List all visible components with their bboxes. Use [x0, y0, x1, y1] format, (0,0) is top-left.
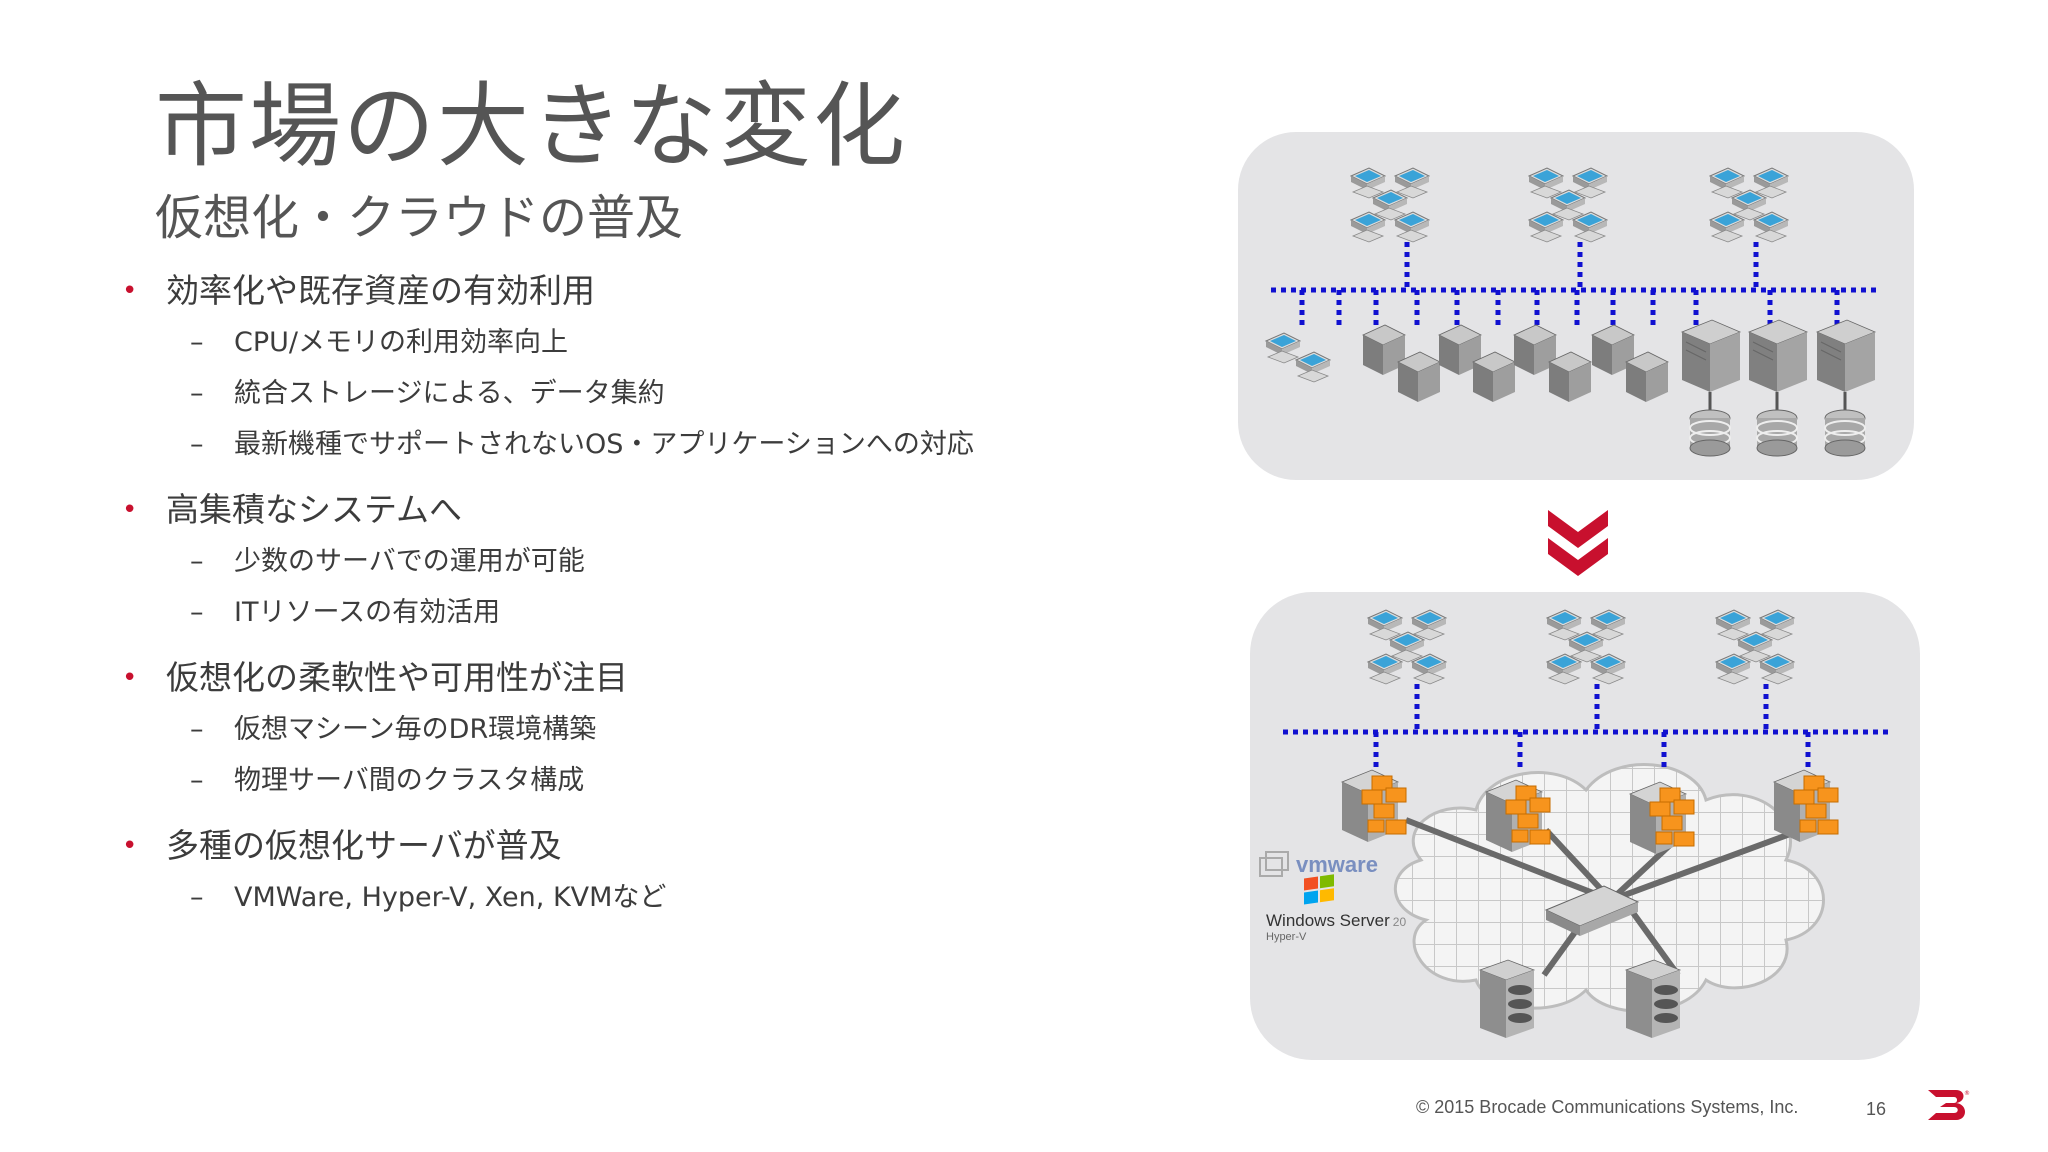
dash: – [190, 546, 204, 577]
dash: – [190, 882, 204, 913]
sub-bullet-text: 仮想マシーン毎のDR環境構築 [234, 714, 597, 745]
down-chevron-icon [1548, 510, 1608, 576]
dash: – [190, 765, 204, 796]
bullet-item: 多種の仮想化サーバが普及 [122, 820, 1172, 872]
svg-text:®: ® [1964, 1090, 1970, 1097]
slide-subtitle: 仮想化・クラウドの普及 [155, 190, 684, 246]
sub-bullet-text: 最新機種でサポートされないOS・アプリケーションへの対応 [234, 429, 974, 460]
hyperv-label: Hyper-V [1266, 931, 1307, 943]
dash: – [190, 714, 204, 745]
sub-bullet-text: 物理サーバ間のクラスタ構成 [234, 765, 585, 796]
vmware-logo: vmware [1259, 851, 1378, 877]
sub-bullet-text: ITリソースの有効活用 [234, 597, 501, 628]
brocade-logo-icon: ® [1928, 1090, 1970, 1120]
sub-bullet-item: –少数のサーバでの運用が可能 [122, 536, 1172, 587]
dash: – [190, 429, 204, 460]
dash: – [190, 327, 204, 358]
dash: – [190, 597, 204, 628]
copyright-footer: © 2015 Brocade Communications Systems, I… [1416, 1097, 1799, 1117]
bullet-item: 仮想化の柔軟性や可用性が注目 [122, 652, 1172, 704]
bullet-item: 高集積なシステムへ [122, 484, 1172, 536]
sub-bullet-item: –仮想マシーン毎のDR環境構築 [122, 704, 1172, 755]
before-network-panel [1238, 132, 1914, 480]
sub-bullet-item: –統合ストレージによる、データ集約 [122, 368, 1172, 419]
sub-bullet-text: CPU/メモリの利用効率向上 [234, 327, 568, 358]
sub-bullet-text: VMWare, Hyper-V, Xen, KVMなど [234, 882, 667, 913]
sub-bullet-item: –ITリソースの有効活用 [122, 587, 1172, 638]
slide-title: 市場の大きな変化 [155, 73, 908, 180]
vmware-label: vmware [1296, 852, 1378, 877]
sub-bullet-item: –物理サーバ間のクラスタ構成 [122, 755, 1172, 806]
sub-bullet-text: 統合ストレージによる、データ集約 [234, 378, 665, 409]
sub-bullet-text: 少数のサーバでの運用が可能 [234, 546, 585, 577]
network-switch-icon [1544, 885, 1640, 936]
windows-flag-icon [1304, 874, 1334, 905]
dash: – [190, 378, 204, 409]
page-number: 16 [1866, 1099, 1887, 1119]
bullet-item: 効率化や既存資産の有効利用 [122, 265, 1172, 317]
bullet-list: 効率化や既存資産の有効利用 –CPU/メモリの利用効率向上 –統合ストレージによ… [122, 265, 1172, 923]
sub-bullet-item: –CPU/メモリの利用効率向上 [122, 317, 1172, 368]
sub-bullet-item: –VMWare, Hyper-V, Xen, KVMなど [122, 872, 1172, 923]
sub-bullet-item: –最新機種でサポートされないOS・アプリケーションへの対応 [122, 419, 1172, 470]
